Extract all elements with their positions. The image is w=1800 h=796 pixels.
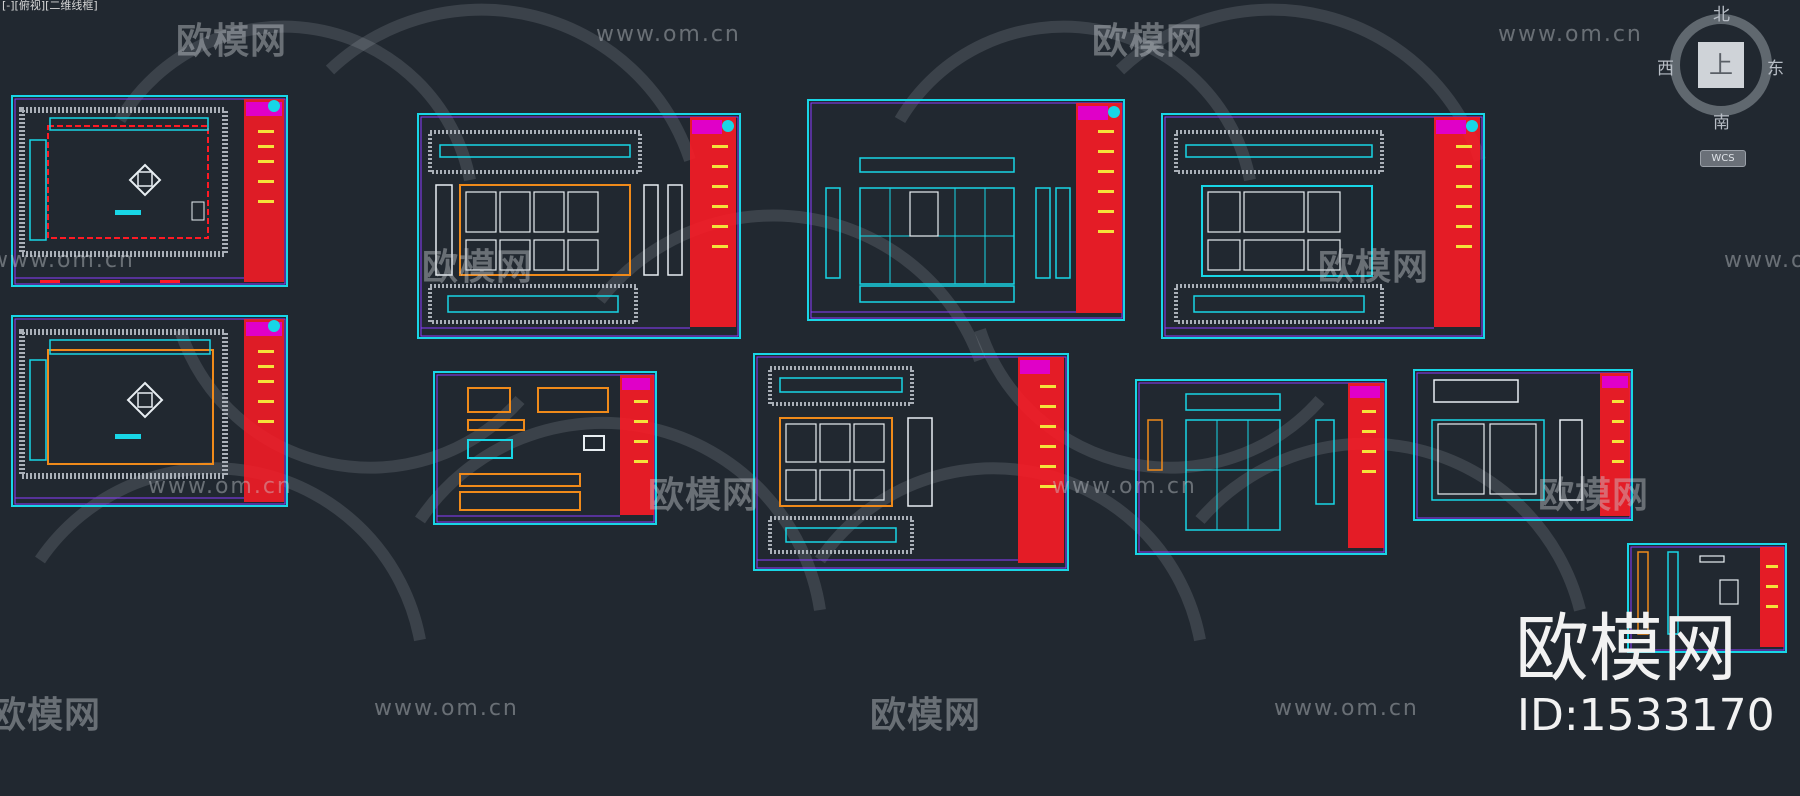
sheet-elevation-d[interactable] <box>753 353 1069 571</box>
viewcube-west[interactable]: 西 <box>1657 59 1674 79</box>
brand-id-text: ID:1533170 <box>1517 690 1775 741</box>
sheet-details-a[interactable] <box>433 371 657 525</box>
sheet-elevation-f[interactable] <box>1413 369 1633 521</box>
sheet-ceiling-plan-2[interactable] <box>11 315 288 507</box>
sheet-elevation-a[interactable] <box>417 113 741 339</box>
sheet-elevation-b[interactable] <box>807 99 1125 321</box>
viewcube-south[interactable]: 南 <box>1713 113 1730 133</box>
wcs-menu-button[interactable]: WCS <box>1700 150 1746 167</box>
viewport-label[interactable]: [-][俯视][二维线框] <box>2 0 98 12</box>
viewcube-top-face[interactable]: 上 <box>1698 42 1744 88</box>
sheet-elevation-c[interactable] <box>1161 113 1485 339</box>
brand-logo-text: 欧模网 <box>1515 606 1737 692</box>
sheet-elevation-e[interactable] <box>1135 379 1387 555</box>
sheet-ceiling-plan-1[interactable] <box>11 95 288 287</box>
viewcube-east[interactable]: 东 <box>1767 59 1784 79</box>
viewcube-ring[interactable] <box>1670 14 1772 116</box>
viewcube-north[interactable]: 北 <box>1713 5 1730 25</box>
sheet-details-b[interactable] <box>1627 543 1787 653</box>
